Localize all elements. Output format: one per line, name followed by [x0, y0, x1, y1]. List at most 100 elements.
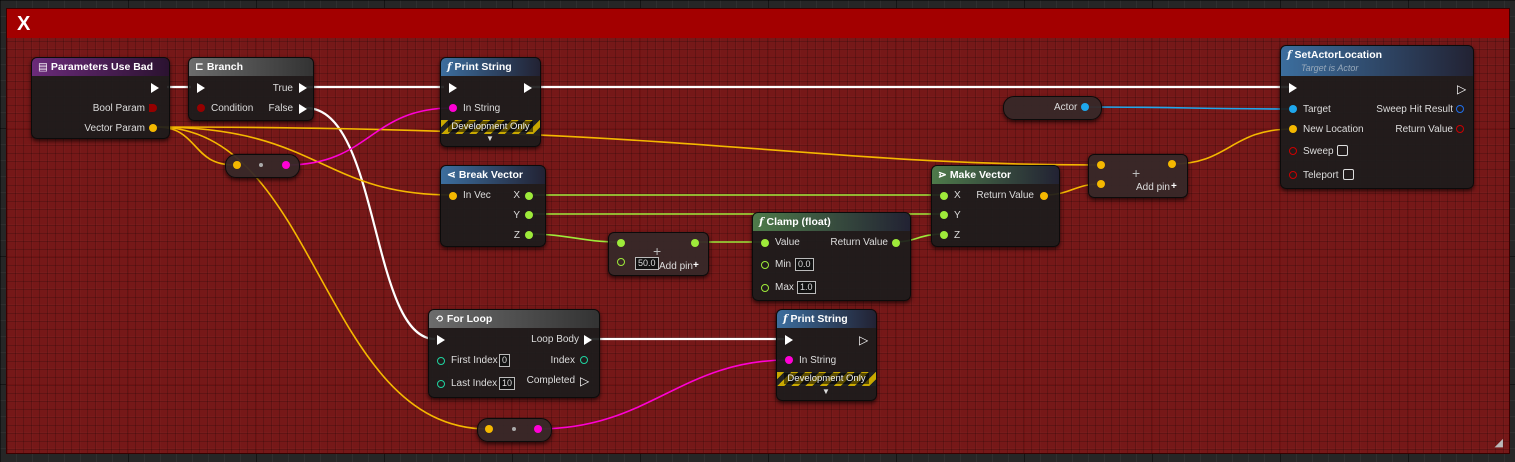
- exec-out-pin[interactable]: ▷: [859, 333, 869, 347]
- last-index-pin[interactable]: [437, 380, 445, 388]
- exec-true-pin[interactable]: [299, 83, 307, 93]
- in-string-pin[interactable]: [449, 104, 457, 112]
- add-in-a-pin[interactable]: [1097, 161, 1105, 169]
- x-out-pin[interactable]: [525, 192, 533, 200]
- add-out-pin[interactable]: [691, 239, 699, 247]
- exec-in-pin[interactable]: [785, 335, 793, 345]
- reroute-node-2[interactable]: [477, 418, 552, 442]
- pin-label-vector-param: Vector Param: [84, 123, 145, 134]
- return-out-pin[interactable]: [1456, 125, 1464, 133]
- min-value-box[interactable]: 0.0: [795, 258, 814, 271]
- pin-label-target: Target: [1303, 104, 1331, 115]
- pin-label-bool-param: Bool Param: [92, 103, 145, 114]
- max-value-box[interactable]: 1.0: [797, 281, 816, 294]
- exec-false-pin[interactable]: [299, 104, 307, 114]
- exec-out-pin[interactable]: [524, 83, 532, 93]
- first-index-value[interactable]: 0: [499, 354, 511, 367]
- vector-param-pin[interactable]: [149, 124, 157, 132]
- development-only-label: Development Only: [448, 121, 533, 132]
- node-header: ⟲For Loop: [429, 310, 599, 328]
- in-vec-pin[interactable]: [449, 192, 457, 200]
- bool-param-pin[interactable]: [149, 104, 157, 112]
- condition-pin[interactable]: [197, 104, 205, 112]
- new-location-pin[interactable]: [1289, 125, 1297, 133]
- reroute-vector-in-pin[interactable]: [233, 161, 241, 169]
- x-in-pin[interactable]: [940, 192, 948, 200]
- reroute-vector-in-pin[interactable]: [485, 425, 493, 433]
- exec-in-pin[interactable]: [449, 83, 457, 93]
- actor-out-pin[interactable]: [1081, 103, 1089, 111]
- teleport-checkbox[interactable]: [1343, 169, 1354, 180]
- exec-in-pin[interactable]: [197, 83, 205, 93]
- resize-handle-icon[interactable]: ◢: [1494, 437, 1503, 449]
- in-string-pin[interactable]: [785, 356, 793, 364]
- first-index-pin[interactable]: [437, 357, 445, 365]
- actor-label: Actor: [1054, 102, 1078, 113]
- add-out-pin[interactable]: [1168, 160, 1176, 168]
- sweep-hit-pin[interactable]: [1456, 105, 1464, 113]
- expand-arrow-icon[interactable]: ▼: [822, 387, 830, 396]
- loop-body-pin[interactable]: [584, 335, 592, 345]
- z-out-pin[interactable]: [525, 231, 533, 239]
- node-actor-variable[interactable]: Actor: [1003, 96, 1102, 120]
- completed-pin[interactable]: ▷: [580, 374, 590, 388]
- comment-header[interactable]: X: [7, 9, 1509, 38]
- add-pin-label[interactable]: Add pin: [1136, 182, 1170, 193]
- pin-label-completed: Completed: [526, 375, 575, 386]
- index-out-pin[interactable]: [580, 356, 588, 364]
- node-title: Parameters Use Bad: [50, 61, 154, 73]
- exec-out-pin[interactable]: ▷: [1457, 82, 1467, 96]
- expand-arrow-icon[interactable]: ▼: [486, 134, 494, 143]
- vector-wire: [155, 126, 489, 430]
- node-header: ⋗Make Vector: [932, 166, 1059, 184]
- vector-wire: [155, 126, 453, 196]
- y-out-pin[interactable]: [525, 211, 533, 219]
- exec-out-pin[interactable]: [151, 83, 159, 93]
- node-title: Clamp (float): [766, 216, 831, 228]
- function-entry-icon: ▤: [38, 61, 48, 73]
- add-in-b-pin[interactable]: [617, 258, 625, 266]
- exec-in-pin[interactable]: [437, 335, 445, 345]
- reroute-string-out-pin[interactable]: [534, 425, 542, 433]
- function-icon: f: [783, 313, 788, 325]
- add-b-value[interactable]: 50.0: [635, 257, 659, 270]
- node-for-loop[interactable]: ⟲For Loop Loop Body First Index 0 Index …: [428, 309, 600, 398]
- add-pin-plus-icon[interactable]: +: [693, 260, 699, 271]
- pin-label-z: Z: [954, 230, 961, 241]
- y-in-pin[interactable]: [940, 211, 948, 219]
- last-index-value[interactable]: 10: [499, 377, 516, 390]
- min-in-pin[interactable]: [761, 261, 769, 269]
- teleport-pin[interactable]: [1289, 171, 1297, 179]
- return-out-pin[interactable]: [1040, 192, 1048, 200]
- return-out-pin[interactable]: [892, 239, 900, 247]
- node-break-vector[interactable]: ⋖Break Vector In Vec X Y Z: [440, 165, 546, 247]
- reroute-node-1[interactable]: [225, 154, 300, 178]
- add-pin-plus-icon[interactable]: +: [1171, 181, 1177, 192]
- pin-label-return: Return Value: [1395, 124, 1453, 135]
- target-pin[interactable]: [1289, 105, 1297, 113]
- node-add-float[interactable]: + 50.0 Add pin +: [608, 232, 709, 276]
- node-parameters-use-bad[interactable]: ▤Parameters Use Bad Bool Param Vector Pa…: [31, 57, 170, 139]
- reroute-string-out-pin[interactable]: [282, 161, 290, 169]
- pin-label-sweep-hit: Sweep Hit Result: [1376, 104, 1453, 115]
- node-header: ⊏Branch: [189, 58, 313, 76]
- node-title: Print String: [454, 61, 512, 73]
- exec-in-pin[interactable]: [1289, 83, 1297, 93]
- node-make-vector[interactable]: ⋗Make Vector X Y Z Return Value: [931, 165, 1060, 247]
- node-add-vector[interactable]: + Add pin +: [1088, 154, 1188, 198]
- node-subtitle: Target is Actor: [1301, 63, 1359, 73]
- sweep-pin[interactable]: [1289, 147, 1297, 155]
- value-in-pin[interactable]: [761, 239, 769, 247]
- sweep-checkbox[interactable]: [1337, 145, 1348, 156]
- add-in-b-pin[interactable]: [1097, 180, 1105, 188]
- add-pin-label[interactable]: Add pin: [659, 261, 693, 272]
- node-branch[interactable]: ⊏Branch Condition True False: [188, 57, 314, 121]
- max-in-pin[interactable]: [761, 284, 769, 292]
- add-in-a-pin[interactable]: [617, 239, 625, 247]
- z-in-pin[interactable]: [940, 231, 948, 239]
